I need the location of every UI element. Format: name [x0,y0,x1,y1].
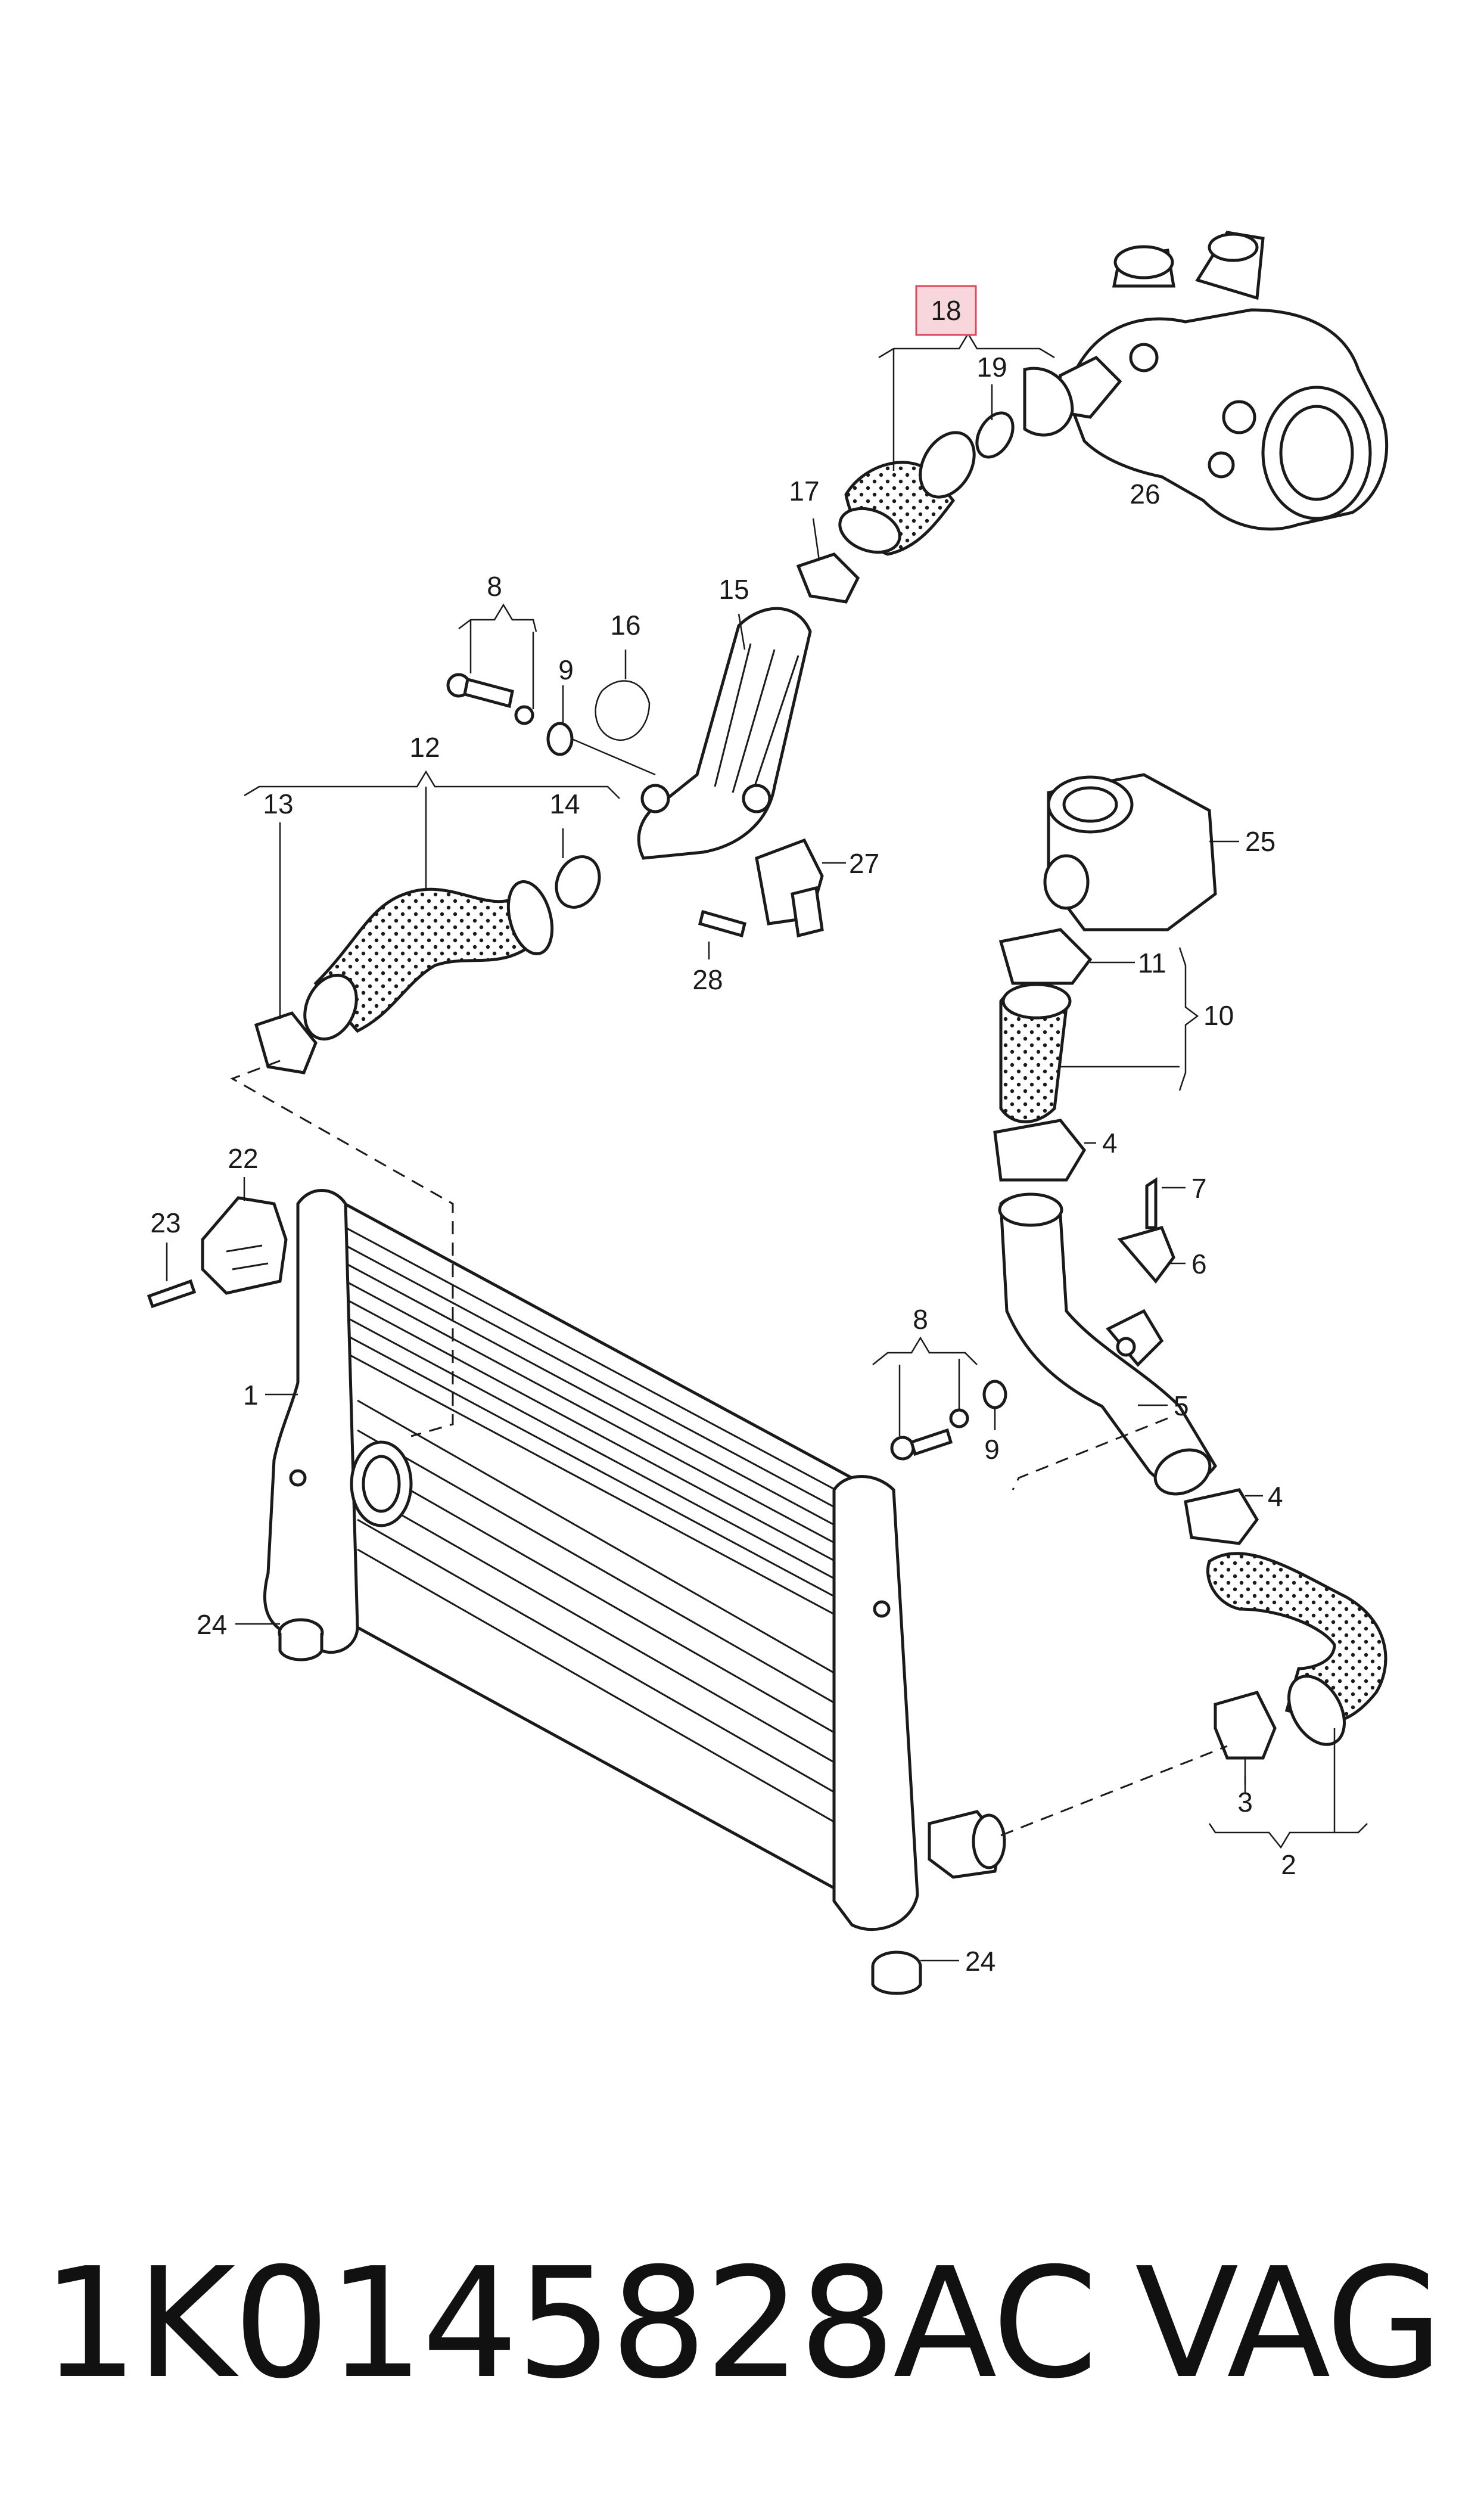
callout-18[interactable]: 18 [931,295,961,326]
o-ring-14 [555,855,601,909]
bolt-23 [147,1279,197,1309]
callout-13[interactable]: 13 [263,788,293,819]
intercooler-1 [263,1189,1006,1931]
callout-23[interactable]: 23 [150,1207,181,1238]
clamp-4-lower [1184,1488,1259,1545]
o-ring-19 [975,411,1015,459]
mount-22 [201,1196,288,1295]
hose-2 [1206,1552,1387,1746]
clamp-11 [998,928,1093,985]
hose-18 [838,431,976,556]
callouts: 18 19 26 17 15 16 8 9 12 13 14 27 28 25 … [150,285,1296,1977]
callout-5[interactable]: 5 [1174,1390,1189,1421]
callout-9-lower[interactable]: 9 [984,1434,1000,1465]
clamp-17 [796,552,860,604]
callout-2[interactable]: 2 [1281,1849,1296,1880]
rubber-mount-24-left [278,1618,324,1661]
callout-26[interactable]: 26 [1130,479,1160,510]
callout-12[interactable]: 12 [409,732,440,763]
callout-4-lower[interactable]: 4 [1268,1481,1283,1512]
callout-17[interactable]: 17 [789,476,819,507]
callout-22[interactable]: 22 [228,1143,258,1174]
bolt-7 [1145,1177,1158,1229]
callout-28[interactable]: 28 [692,964,723,995]
charge-pipe-5 [998,1192,1218,1496]
callout-1[interactable]: 1 [243,1380,259,1411]
gasket-16 [595,680,651,741]
bracket-27 [755,838,824,938]
part-number-caption: 1K0145828AC [42,2235,1098,2412]
bracket-6 [1117,1225,1175,1284]
callout-15[interactable]: 15 [718,574,749,605]
callout-19[interactable]: 19 [976,352,1007,383]
rubber-mount-24-bottom [871,1950,922,1995]
callout-7[interactable]: 7 [1191,1173,1207,1204]
callout-27[interactable]: 27 [849,848,879,879]
callout-11[interactable]: 11 [1138,948,1166,979]
throttle-body-25 [1043,773,1217,931]
clamp-3 [1214,1691,1277,1760]
leader-lines [166,332,1368,1962]
callout-6[interactable]: 6 [1191,1248,1207,1279]
callout-4-upper[interactable]: 4 [1102,1128,1118,1158]
hose-12 [303,880,554,1040]
callout-24-bottom[interactable]: 24 [965,1946,995,1977]
brand-caption: VAG [1135,2235,1443,2412]
callout-16[interactable]: 16 [610,610,640,641]
callout-18-highlight [915,285,977,336]
bolt-28 [698,909,747,938]
turbocharger [1023,231,1389,531]
callout-3[interactable]: 3 [1237,1787,1253,1818]
callout-14[interactable]: 14 [549,788,580,819]
callout-10[interactable]: 10 [1203,1000,1234,1031]
charge-pipe-15 [637,607,812,860]
callout-9-upper[interactable]: 9 [558,654,574,685]
clamp-4-upper [993,1119,1087,1182]
clamp-13 [254,1011,318,1074]
bolt-set-upper [446,673,574,756]
dashed-connections [230,1060,1228,1837]
hose-10 [999,983,1072,1123]
bolt-set-lower [890,1380,1007,1461]
callout-24-left[interactable]: 24 [197,1609,227,1640]
callout-25[interactable]: 25 [1245,826,1275,857]
callout-8-upper[interactable]: 8 [487,571,502,602]
callout-8-lower[interactable]: 8 [913,1304,928,1335]
